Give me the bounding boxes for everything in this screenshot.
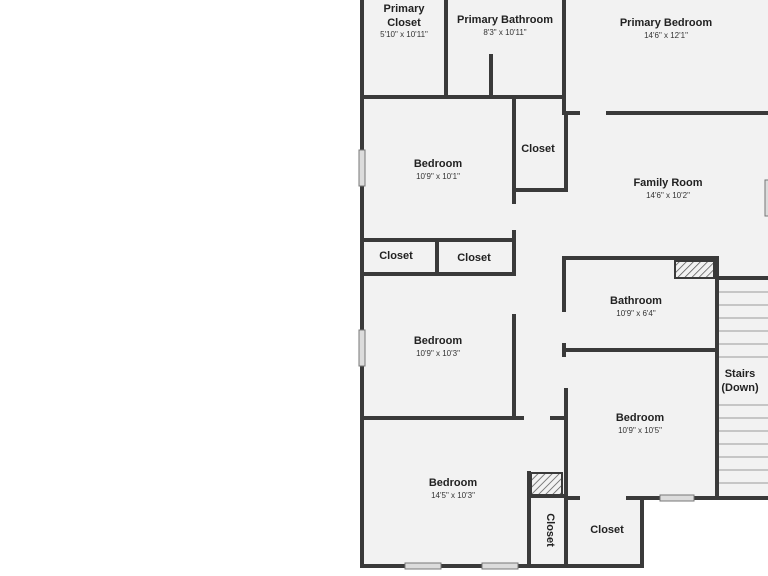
stairs-label-2: (Down) — [721, 382, 759, 394]
primary-closet-dims: 5'10" x 10'11" — [380, 30, 428, 39]
bedroom-4-label: Bedroom — [429, 477, 478, 489]
stairs-treads — [717, 291, 768, 484]
room-closet-5: Closet — [590, 524, 624, 536]
closet-4-label: Closet — [544, 513, 556, 547]
closet-fixture — [530, 472, 563, 496]
room-closet-3: Closet — [457, 252, 491, 264]
family-room-dims: 14'6" x 10'2" — [646, 191, 690, 200]
primary-bathroom-label: Primary Bathroom — [457, 14, 553, 26]
bathroom-label: Bathroom — [610, 295, 662, 307]
closet-1-label: Closet — [521, 143, 555, 155]
bedroom-3-dims: 10'9" x 10'5" — [618, 426, 662, 435]
room-closet-4: Closet — [544, 513, 556, 547]
room-primary-bedroom: Primary Bedroom 14'6" x 12'1" — [620, 17, 713, 40]
room-closet-1: Closet — [521, 143, 555, 155]
primary-closet-label-1: Primary — [384, 3, 426, 15]
bathroom-fixture — [674, 260, 715, 279]
primary-bathroom-dims: 8'3" x 10'11" — [483, 28, 526, 37]
room-primary-bathroom: Primary Bathroom 8'3" x 10'11" — [457, 14, 553, 37]
room-bedroom-3: Bedroom 10'9" x 10'5" — [616, 412, 665, 435]
bedroom-1-dims: 10'9" x 10'1" — [416, 172, 460, 181]
room-bedroom-1: Bedroom 10'9" x 10'1" — [414, 158, 463, 181]
bathroom-dims: 10'9" x 6'4" — [616, 309, 656, 318]
closet-2-label: Closet — [379, 250, 413, 262]
closet-5-label: Closet — [590, 524, 624, 536]
stairs-label-1: Stairs — [725, 368, 756, 380]
windows — [358, 149, 768, 570]
primary-bedroom-label: Primary Bedroom — [620, 17, 713, 29]
bedroom-2-label: Bedroom — [414, 335, 463, 347]
room-primary-closet: Primary Closet 5'10" x 10'11" — [380, 3, 428, 39]
room-bedroom-4: Bedroom 14'5" x 10'3" — [429, 477, 478, 500]
bedroom-4-dims: 14'5" x 10'3" — [431, 491, 475, 500]
closet-3-label: Closet — [457, 252, 491, 264]
room-closet-2: Closet — [379, 250, 413, 262]
room-family-room: Family Room 14'6" x 10'2" — [633, 177, 702, 200]
room-stairs: Stairs (Down) — [719, 365, 761, 395]
primary-closet-label-2: Closet — [387, 17, 421, 29]
bedroom-1-label: Bedroom — [414, 158, 463, 170]
bedroom-3-label: Bedroom — [616, 412, 665, 424]
bedroom-2-dims: 10'9" x 10'3" — [416, 349, 460, 358]
family-room-label: Family Room — [633, 177, 702, 189]
primary-bedroom-dims: 14'6" x 12'1" — [644, 31, 688, 40]
room-bathroom: Bathroom 10'9" x 6'4" — [610, 295, 662, 318]
room-bedroom-2: Bedroom 10'9" x 10'3" — [414, 335, 463, 358]
